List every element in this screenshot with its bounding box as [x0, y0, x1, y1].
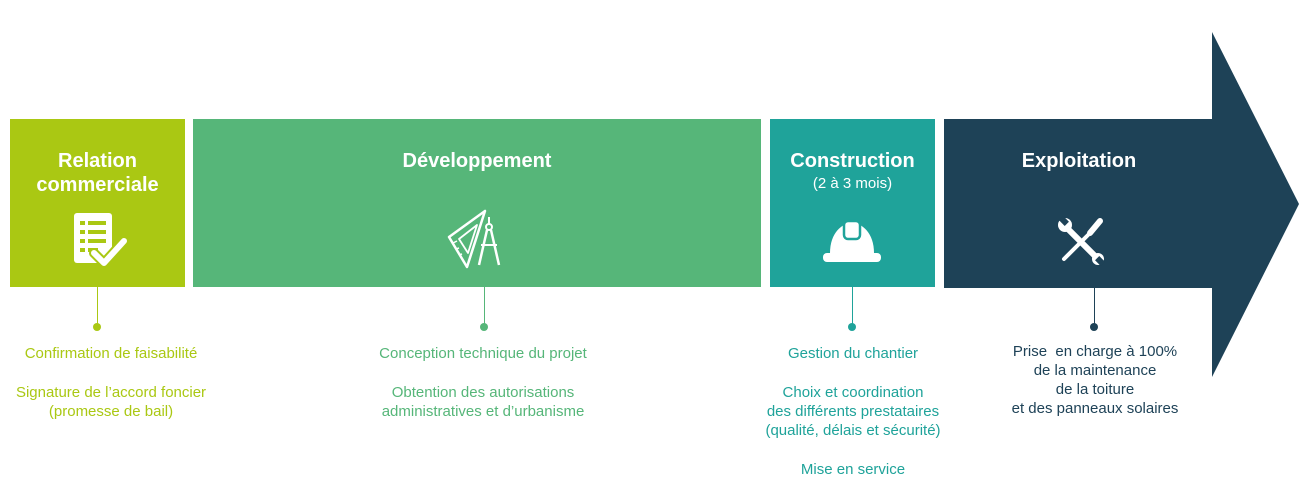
phase-subtitle-construction: (2 à 3 mois): [812, 175, 893, 192]
connector-dot-exploitation: [1090, 323, 1098, 331]
exploitation-arrow-polygon: [944, 32, 1299, 377]
desc-gap: [320, 363, 646, 383]
desc-gap: [740, 440, 966, 460]
exploitation-arrow-shape: [944, 32, 1299, 377]
connector-line-developpement: [484, 287, 485, 325]
description-relation: Confirmation de faisabilité Signature de…: [0, 344, 222, 421]
desc-developpement-item-2a: Obtention des autorisations: [391, 384, 575, 401]
checklist-icon: [74, 213, 128, 268]
phase-title-relation-line1: Relation: [58, 150, 137, 172]
wrench-screwdriver-icon: [1058, 216, 1105, 266]
desc-developpement-item-1: Conception technique du projet: [379, 345, 587, 362]
phase-construction: Construction (2 à 3 mois): [770, 119, 935, 287]
connector-dot-construction: [848, 323, 856, 331]
set-square-compass-icon: [447, 209, 501, 269]
connector-dot-developpement: [480, 323, 488, 331]
desc-gap: [740, 363, 966, 383]
description-developpement: Conception technique du projet Obtention…: [320, 344, 646, 421]
desc-exploitation-line-4: et des panneaux solaires: [1011, 400, 1179, 417]
desc-construction-item-1: Gestion du chantier: [787, 345, 919, 362]
phase-exploitation: Exploitation: [944, 119, 1214, 287]
connector-line-exploitation: [1094, 287, 1095, 325]
hard-hat-icon: [823, 219, 881, 262]
description-construction: Gestion du chantier Choix et coordinatio…: [740, 344, 966, 479]
phase-title-exploitation: Exploitation: [1021, 150, 1137, 172]
desc-gap: [0, 363, 222, 383]
phase-title-relation-line2: commerciale: [36, 174, 159, 196]
desc-exploitation-line-1: Prise en charge à 100%: [1012, 343, 1178, 360]
desc-relation-item-2a: Signature de l’accord foncier: [15, 384, 207, 401]
phase-relation-commerciale: Relation commerciale: [10, 119, 185, 287]
desc-developpement-item-2b: administratives et d’urbanisme: [381, 403, 585, 420]
desc-construction-item-2a: Choix et coordination: [782, 384, 924, 401]
desc-exploitation-line-2: de la maintenance: [1033, 362, 1157, 379]
connector-line-construction: [852, 287, 853, 325]
desc-relation-item-1: Confirmation de faisabilité: [24, 345, 198, 362]
connector-line-relation: [97, 287, 98, 325]
desc-construction-item-3: Mise en service: [800, 461, 906, 478]
phase-title-developpement: Développement: [402, 150, 552, 172]
desc-relation-item-2b: (promesse de bail): [48, 403, 174, 420]
desc-construction-item-2b: des différents prestataires: [766, 403, 940, 420]
desc-exploitation-line-3: de la toiture: [1055, 381, 1135, 398]
desc-construction-item-2c: (qualité, délais et sécurité): [765, 422, 941, 439]
phase-title-construction: Construction: [790, 150, 915, 172]
connector-dot-relation: [93, 323, 101, 331]
description-exploitation: Prise en charge à 100% de la maintenance…: [990, 342, 1200, 418]
phase-developpement: Développement: [193, 119, 761, 287]
